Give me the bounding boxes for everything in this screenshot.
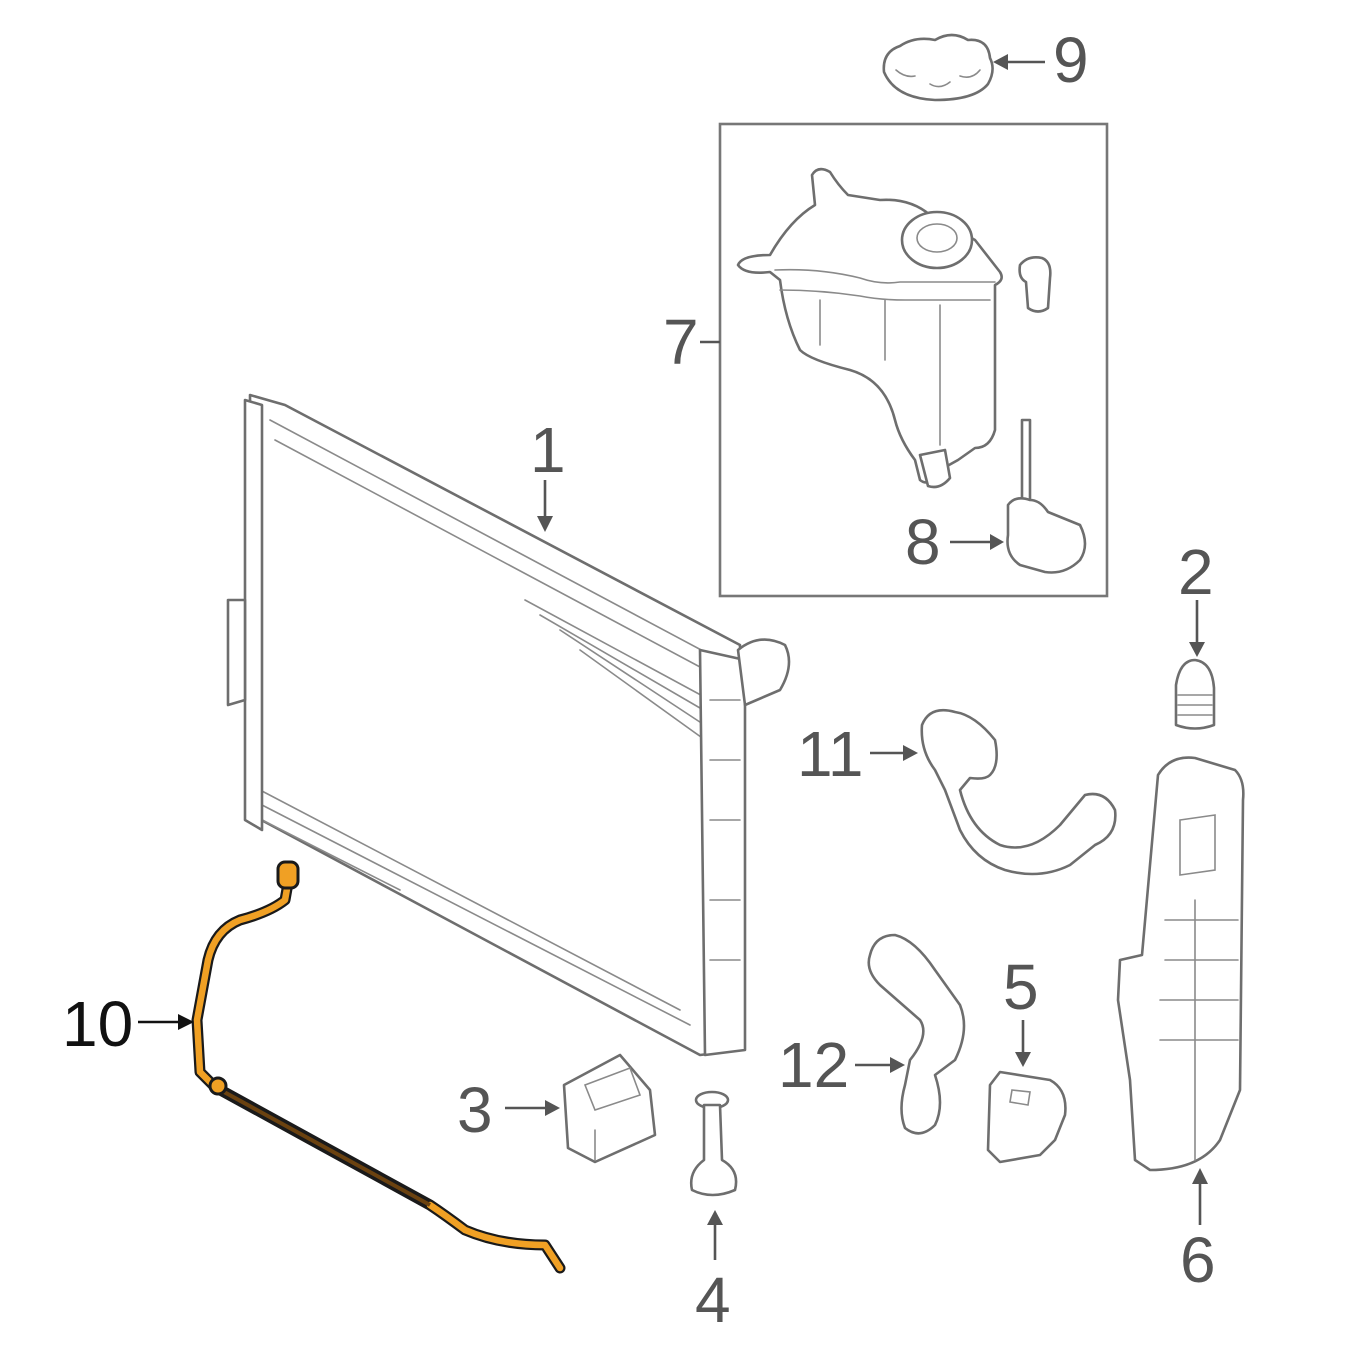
callout-8: 8 <box>905 506 941 578</box>
expansion-tank-part <box>736 167 1052 489</box>
tank-group-box <box>718 122 1109 598</box>
callout-9: 9 <box>1053 24 1089 96</box>
callout-3: 3 <box>457 1074 493 1146</box>
callout-2: 2 <box>1178 536 1214 608</box>
drain-plug-part <box>689 1090 738 1260</box>
callout-5: 5 <box>1003 951 1039 1023</box>
tank-cap-part <box>882 33 1045 102</box>
mount-grommet-part <box>1174 600 1216 730</box>
lower-bracket-part <box>505 1053 657 1164</box>
overflow-hose-part[interactable] <box>138 860 566 1274</box>
upper-hose-part <box>870 708 1117 876</box>
callout-10: 10 <box>62 988 134 1060</box>
callout-1: 1 <box>530 414 566 486</box>
callout-12: 12 <box>778 1029 850 1101</box>
air-deflector-part <box>1116 756 1245 1225</box>
level-sensor-part <box>950 418 1087 574</box>
lower-hose-part <box>855 933 966 1135</box>
callout-6: 6 <box>1180 1224 1216 1296</box>
callout-7: 7 <box>663 306 699 378</box>
callout-4: 4 <box>695 1264 731 1336</box>
callout-11: 11 <box>797 718 864 790</box>
radiator-part <box>226 393 791 1057</box>
mount-block-part <box>986 1020 1067 1164</box>
